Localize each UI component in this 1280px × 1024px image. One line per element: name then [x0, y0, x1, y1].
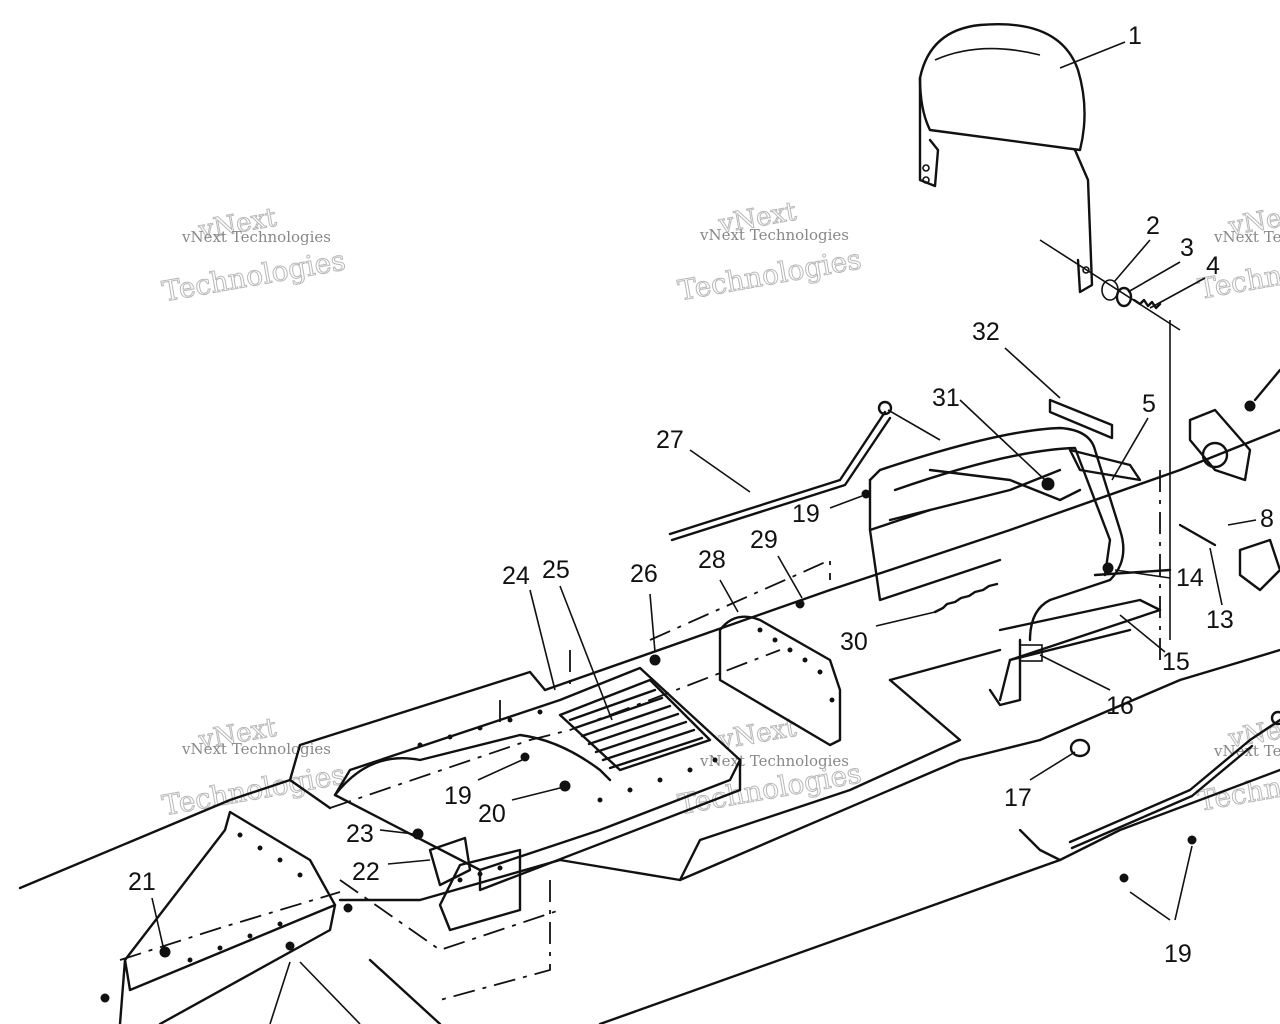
- leader-lines: [151, 41, 1257, 1024]
- callout-28: 28: [698, 546, 726, 574]
- panel-28: [718, 615, 842, 747]
- rod-bottom-right: [1068, 710, 1280, 850]
- fasteners: [100, 400, 1256, 1003]
- callout-3: 3: [1180, 234, 1194, 262]
- tunnel-outline: [18, 428, 1280, 1024]
- callout-31: 31: [932, 384, 960, 412]
- rod-27: [668, 400, 941, 542]
- callout-30: 30: [840, 628, 868, 656]
- callout-labels: 1 2 3 4 5 8 13 14 15 16 17 19 19 19 20 2…: [128, 22, 1274, 968]
- callout-26: 26: [630, 560, 658, 588]
- callout-29: 29: [750, 526, 778, 554]
- running-board-holes: [417, 709, 718, 803]
- panel-28-holes: [757, 627, 835, 703]
- svg-text:Technologies: Technologies: [676, 243, 864, 308]
- callout-19-rack: 19: [792, 500, 820, 528]
- callout-19-rod: 19: [1164, 940, 1192, 968]
- grip-pad-25: [568, 688, 704, 770]
- callout-5: 5: [1142, 390, 1156, 418]
- callout-21: 21: [128, 868, 156, 896]
- callout-19-board: 19: [444, 782, 472, 810]
- svg-text:vNext Technologies: vNext Technologies: [1213, 228, 1280, 246]
- callout-1: 1: [1128, 22, 1142, 50]
- callout-17: 17: [1004, 784, 1032, 812]
- watermark-left-bottom: vNext vNext Technologies Technologies: [159, 712, 348, 823]
- callout-25: 25: [542, 556, 570, 584]
- cap-17: [1069, 738, 1091, 758]
- callout-23: 23: [346, 820, 374, 848]
- callout-14: 14: [1176, 564, 1204, 592]
- callout-8: 8: [1260, 505, 1274, 533]
- callout-22: 22: [352, 858, 380, 886]
- backrest: [918, 23, 1094, 294]
- spring-30: [933, 582, 999, 614]
- callout-27: 27: [656, 426, 684, 454]
- plate-5-32: [1041, 398, 1142, 491]
- svg-text:vNext Technologies: vNext Technologies: [181, 228, 331, 246]
- right-bracket-8-13: [1178, 368, 1280, 592]
- svg-text:Technologies: Technologies: [160, 244, 348, 309]
- callout-2: 2: [1146, 212, 1160, 240]
- phantom-lines: [119, 470, 1161, 1001]
- callout-16: 16: [1106, 692, 1134, 720]
- watermark-center-top: vNext vNext Technologies Technologies: [675, 196, 864, 308]
- callout-15: 15: [1162, 648, 1190, 676]
- rear-rack: [868, 426, 1172, 707]
- bumper-holes: [187, 832, 303, 963]
- running-board: [333, 666, 742, 892]
- watermark-right-bottom: vNext vNext Technologies Technologies: [1195, 710, 1280, 818]
- bumper-box-21: [118, 810, 337, 1024]
- callout-20: 20: [478, 800, 506, 828]
- callout-13: 13: [1206, 606, 1234, 634]
- washer-spring-stack: [1039, 239, 1181, 640]
- callout-32: 32: [972, 318, 1000, 346]
- svg-text:vNext Technologies: vNext Technologies: [699, 226, 849, 244]
- watermark-left-top: vNext vNext Technologies Technologies: [159, 202, 348, 309]
- callout-4: 4: [1206, 252, 1220, 280]
- callout-24: 24: [502, 562, 530, 590]
- svg-text:vNext Technologies: vNext Technologies: [181, 740, 331, 758]
- bracket-22: [428, 836, 522, 932]
- svg-text:Technologies: Technologies: [160, 758, 348, 823]
